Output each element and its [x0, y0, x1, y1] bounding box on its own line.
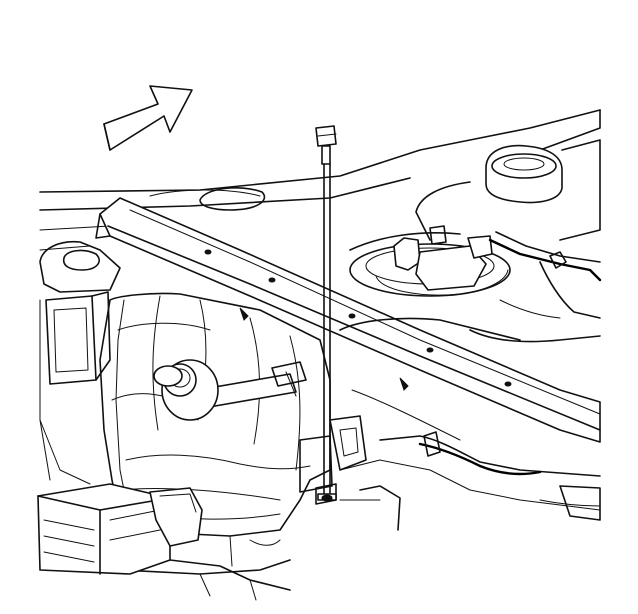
fuel-lines-right	[469, 231, 602, 343]
mounting-bolt	[315, 125, 337, 502]
center-bracket	[299, 415, 367, 505]
fuel-pump-module	[349, 225, 511, 297]
filler-neck	[415, 139, 601, 241]
tank-right-lower	[339, 317, 601, 531]
fuel-tube-left	[153, 359, 307, 421]
control-module	[37, 483, 291, 591]
lower-structure	[39, 419, 257, 601]
tank-strap-left	[39, 240, 121, 481]
cross-member	[95, 197, 601, 443]
forward-arrow-icon	[103, 85, 193, 151]
